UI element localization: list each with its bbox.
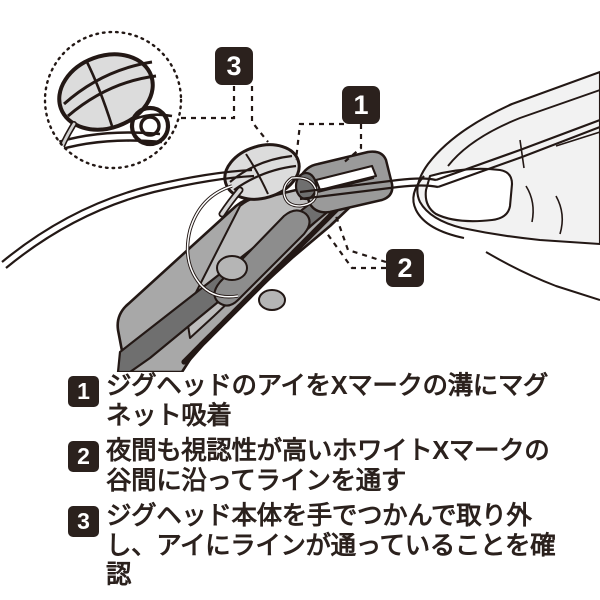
magnified-detail-circle xyxy=(43,30,183,170)
caption-row-1: 1 ジグヘッドのアイをXマークの溝にマグネット吸着 xyxy=(0,372,600,431)
callout-leader-lines xyxy=(176,86,387,270)
callout-badge-1: 1 xyxy=(342,86,380,124)
caption-badge-1: 1 xyxy=(68,376,99,407)
caption-list: 1 ジグヘッドのアイをXマークの溝にマグネット吸着 2 夜間も視認性が高いホワイ… xyxy=(0,372,600,600)
caption-text-2: 夜間も視認性が高いホワイトXマークの谷間に沿ってラインを通す xyxy=(106,437,550,495)
caption-text-3: ジグヘッド本体を手でつかんで取り外し、アイにラインが通っていることを確認 xyxy=(106,502,556,590)
fishing-line xyxy=(1,118,600,269)
callout-badge-2: 2 xyxy=(386,249,424,287)
caption-row-2: 2 夜間も視認性が高いホワイトXマークの谷間に沿ってラインを通す xyxy=(0,437,600,496)
caption-row-3: 3 ジグヘッド本体を手でつかんで取り外し、アイにラインが通っていることを確認 xyxy=(0,502,600,591)
white-x-mark-groove xyxy=(314,164,378,192)
illustration-area: 1 2 3 xyxy=(1,30,600,372)
caption-badge-3: 3 xyxy=(68,506,99,538)
hand-illustration xyxy=(412,70,600,301)
caption-text-1: ジグヘッドのアイをXマークの溝にマグネット吸着 xyxy=(106,372,549,430)
jig-head-on-tool xyxy=(185,143,318,299)
callout-badge-3: 3 xyxy=(215,47,253,85)
caption-badge-2: 2 xyxy=(68,441,99,473)
